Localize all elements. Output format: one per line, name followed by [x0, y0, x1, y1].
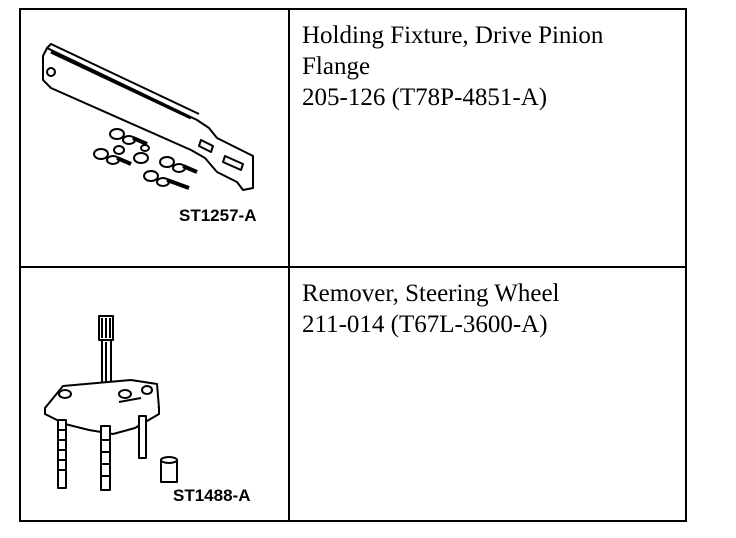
special-tools-table: ST1257-A Holding Fixture, Drive Pinion F… — [19, 8, 687, 522]
steering-wheel-remover-illustration — [44, 315, 178, 491]
tool-number: 205-126 (T78P-4851-A) — [302, 84, 548, 111]
column-divider — [288, 10, 290, 520]
figure-id-label: ST1488-A — [173, 486, 251, 505]
tool-1-description: Holding Fixture, Drive Pinion Flange 205… — [290, 10, 685, 266]
tool-name-continued: Flange — [302, 53, 371, 80]
tool-1-image-cell: ST1257-A — [21, 10, 288, 266]
tool-number: 211-014 (T67L-3600-A) — [302, 311, 548, 338]
row-divider — [21, 266, 685, 268]
tool-name: Holding Fixture, Drive Pinion — [302, 22, 604, 49]
tool-name: Remover, Steering Wheel — [302, 280, 560, 307]
holding-fixture-illustration — [42, 43, 254, 191]
tool-2-image-cell: ST1488-A — [21, 268, 288, 520]
figure-id-label: ST1257-A — [179, 206, 257, 225]
tool-2-description: Remover, Steering Wheel 211-014 (T67L-36… — [290, 268, 685, 520]
